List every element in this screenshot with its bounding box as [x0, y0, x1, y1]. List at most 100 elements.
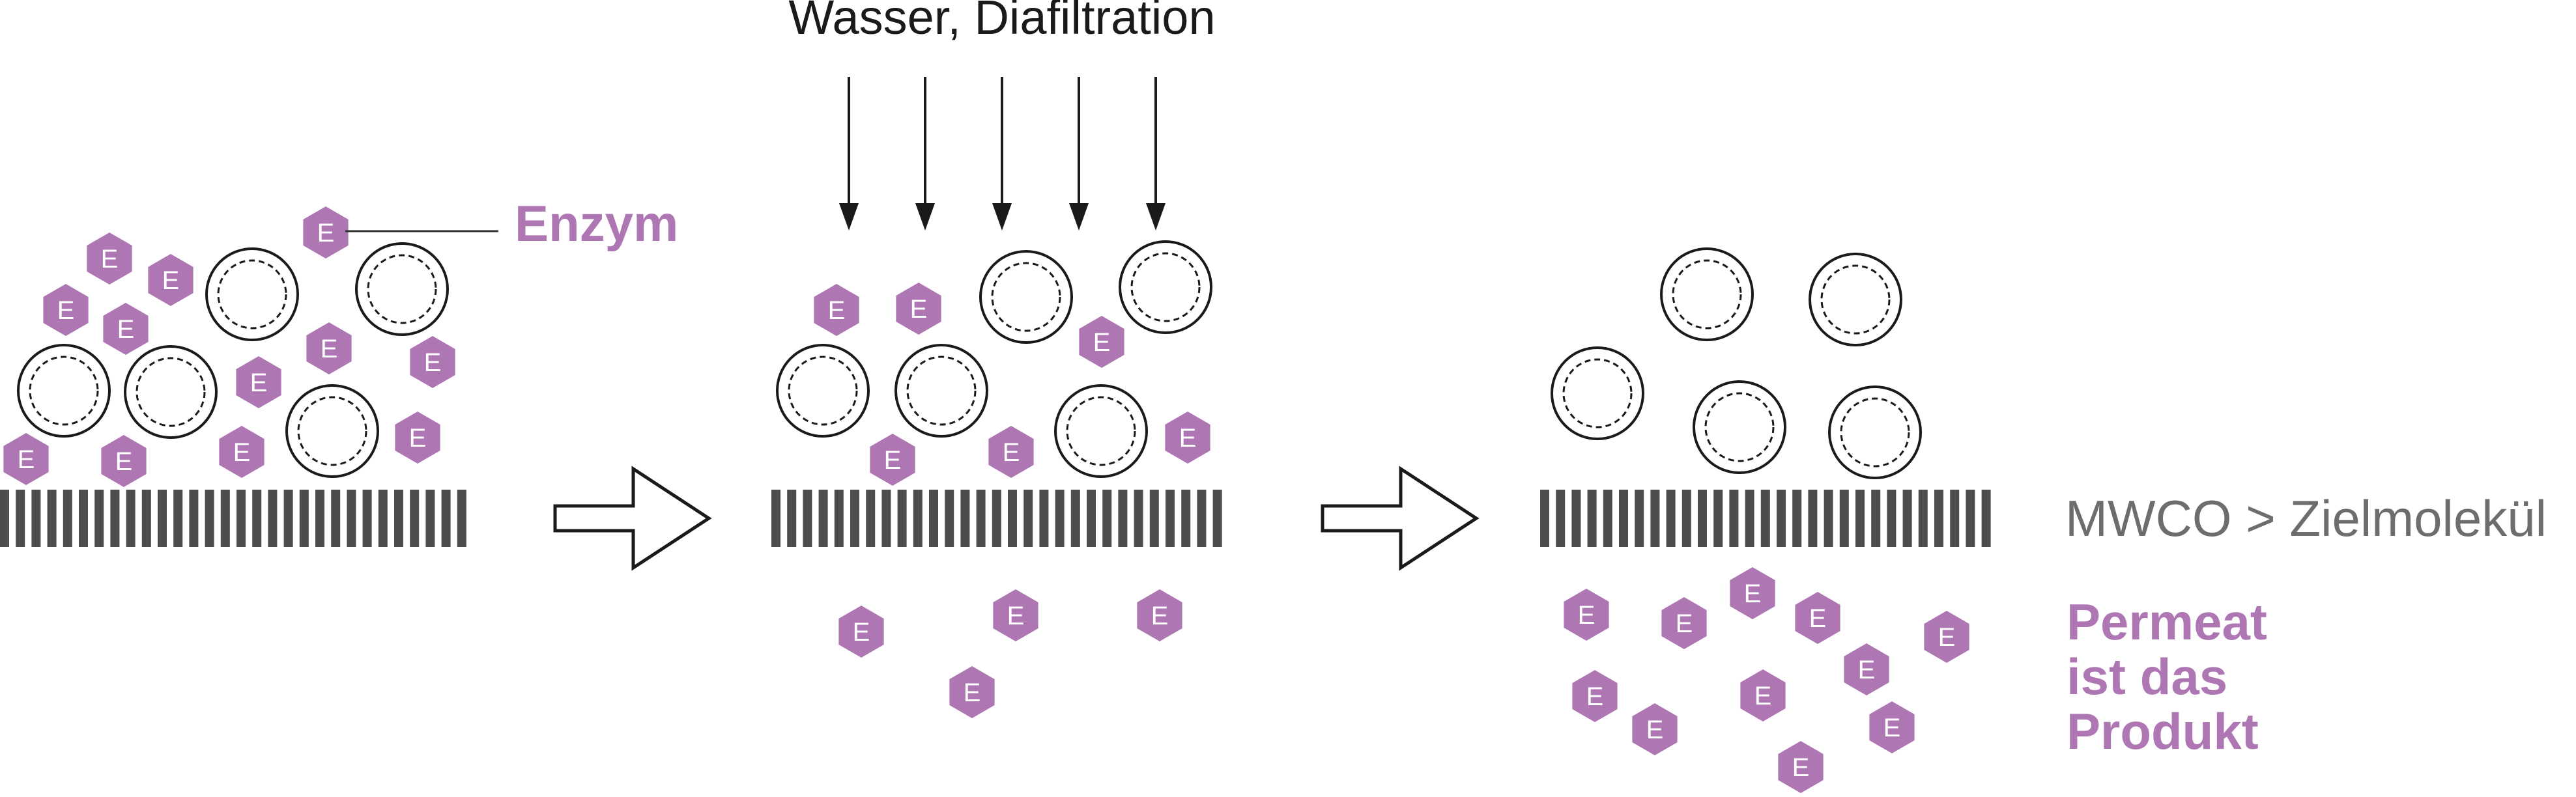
enzyme-letter: E: [117, 315, 135, 344]
enzyme-hexagon: E: [1572, 670, 1618, 722]
enzyme-letter: E: [424, 348, 442, 377]
membrane-3: [1540, 490, 1991, 547]
enzyme-hexagon: E: [896, 283, 941, 335]
enzyme-hexagon: E: [814, 284, 859, 336]
enzyme-hexagon: E: [410, 336, 455, 388]
enzyme-letter: E: [1676, 609, 1693, 638]
enzyme-letter: E: [910, 295, 928, 324]
enzyme-hexagon: E: [838, 606, 884, 658]
enzyme-letter: E: [1093, 328, 1111, 357]
enzyme-letter: E: [964, 678, 981, 707]
permeat-label-line1: Permeat: [2067, 593, 2267, 650]
large-particle: [776, 344, 870, 438]
enzyme-letter: E: [233, 438, 251, 467]
large-particle: [1828, 385, 1922, 479]
water-arrow: [1069, 77, 1089, 231]
enzyme-hexagon: E: [1869, 701, 1915, 753]
water-inflow-arrows: [839, 77, 1166, 231]
large-particle: [1054, 384, 1148, 478]
water-label: Wasser, Diafiltration: [788, 0, 1215, 44]
large-particle: [285, 384, 379, 478]
enzyme-hexagon: E: [993, 589, 1038, 641]
enzyme-hexagon: E: [148, 254, 193, 306]
permeat-label-line3: Produkt: [2067, 703, 2259, 760]
enzyme-letter: E: [1646, 716, 1664, 744]
enzyme-hexagon: E: [870, 434, 915, 486]
enzyme-letter: E: [1858, 656, 1876, 684]
enzyme-letter: E: [101, 245, 119, 273]
enzyme-letter: E: [1007, 602, 1025, 630]
enzyme-letter: E: [853, 618, 870, 647]
mwco-label: MWCO > Zielmolekül: [2065, 490, 2547, 547]
large-particle: [205, 247, 299, 341]
enzyme-letter: E: [1586, 682, 1604, 711]
enzyme-hexagon: E: [3, 433, 49, 485]
large-particle: [979, 250, 1073, 344]
enzyme-hexagon: E: [219, 426, 265, 478]
enzyme-letter: E: [18, 445, 35, 474]
enzyme-letter: E: [884, 446, 902, 475]
enzyme-hexagon: E: [87, 232, 132, 285]
enzyme-letter: E: [1883, 714, 1901, 742]
enzyme-letter: E: [1809, 604, 1827, 633]
enzyme-hexagon: E: [303, 206, 349, 259]
membranes: [0, 490, 1991, 547]
enzyme-letter: E: [250, 369, 268, 397]
enzyme-letter: E: [409, 424, 427, 453]
enzyme-hexagon: E: [1844, 643, 1889, 695]
enzyme-letter: E: [317, 219, 335, 247]
process-arrow-1: [553, 466, 712, 571]
water-arrow: [915, 77, 935, 231]
large-particles: [17, 240, 1922, 479]
enzyme-hexagon: E: [1740, 669, 1786, 721]
enzyme-hexagon: E: [1730, 567, 1775, 619]
enzyme-label: Enzym: [515, 195, 678, 252]
enzyme-hexagon: E: [949, 666, 995, 718]
water-arrow: [1146, 77, 1166, 231]
enzymes: E E E E E E E E E E E E E E E E E E E E E E E E E E E E E E E E E: [3, 206, 1969, 793]
enzyme-hexagon: E: [1778, 741, 1824, 793]
enzyme-hexagon: E: [1924, 611, 1969, 663]
large-particle: [1809, 253, 1902, 346]
enzyme-letter: E: [115, 447, 133, 476]
enzyme-letter: E: [1151, 602, 1169, 630]
enzyme-hexagon: E: [43, 284, 89, 336]
enzyme-letter: E: [321, 335, 338, 363]
large-particle: [894, 344, 988, 438]
enzyme-hexagon: E: [1165, 412, 1210, 464]
large-particle: [17, 344, 111, 438]
enzyme-hexagon: E: [395, 412, 440, 464]
enzyme-letter: E: [1938, 623, 1956, 652]
enzyme-hexagon: E: [101, 435, 147, 487]
large-particle: [124, 345, 218, 439]
enzyme-letter: E: [1792, 753, 1810, 782]
large-particle: [1660, 247, 1754, 341]
enzyme-hexagon: E: [1661, 597, 1707, 649]
enzyme-letter: E: [1179, 424, 1197, 453]
enzyme-letter: E: [828, 296, 846, 325]
enzyme-hexagon: E: [1632, 703, 1678, 755]
membrane-1: [0, 490, 466, 547]
enzyme-hexagon: E: [1079, 316, 1124, 368]
enzyme-hexagon: E: [103, 303, 149, 355]
enzyme-letter: E: [1003, 438, 1020, 467]
enzyme-letter: E: [162, 266, 180, 295]
large-particle: [1693, 380, 1786, 474]
large-particle: [355, 242, 449, 336]
enzyme-hexagon: E: [1137, 589, 1182, 641]
process-arrow-2: [1321, 466, 1480, 571]
enzyme-letter: E: [57, 296, 75, 325]
enzyme-letter: E: [1744, 580, 1762, 608]
water-arrow: [992, 77, 1012, 231]
membrane-2: [771, 490, 1222, 547]
enzyme-hexagon: E: [306, 322, 352, 374]
enzyme-hexagon: E: [988, 426, 1034, 478]
enzyme-hexagon: E: [1564, 589, 1609, 641]
large-particle: [1551, 346, 1644, 440]
water-arrow: [839, 77, 859, 231]
permeat-label-line2: ist das: [2067, 648, 2227, 705]
enzyme-hexagon: E: [236, 356, 281, 408]
enzyme-letter: E: [1578, 601, 1596, 630]
enzyme-hexagon: E: [1795, 592, 1840, 644]
